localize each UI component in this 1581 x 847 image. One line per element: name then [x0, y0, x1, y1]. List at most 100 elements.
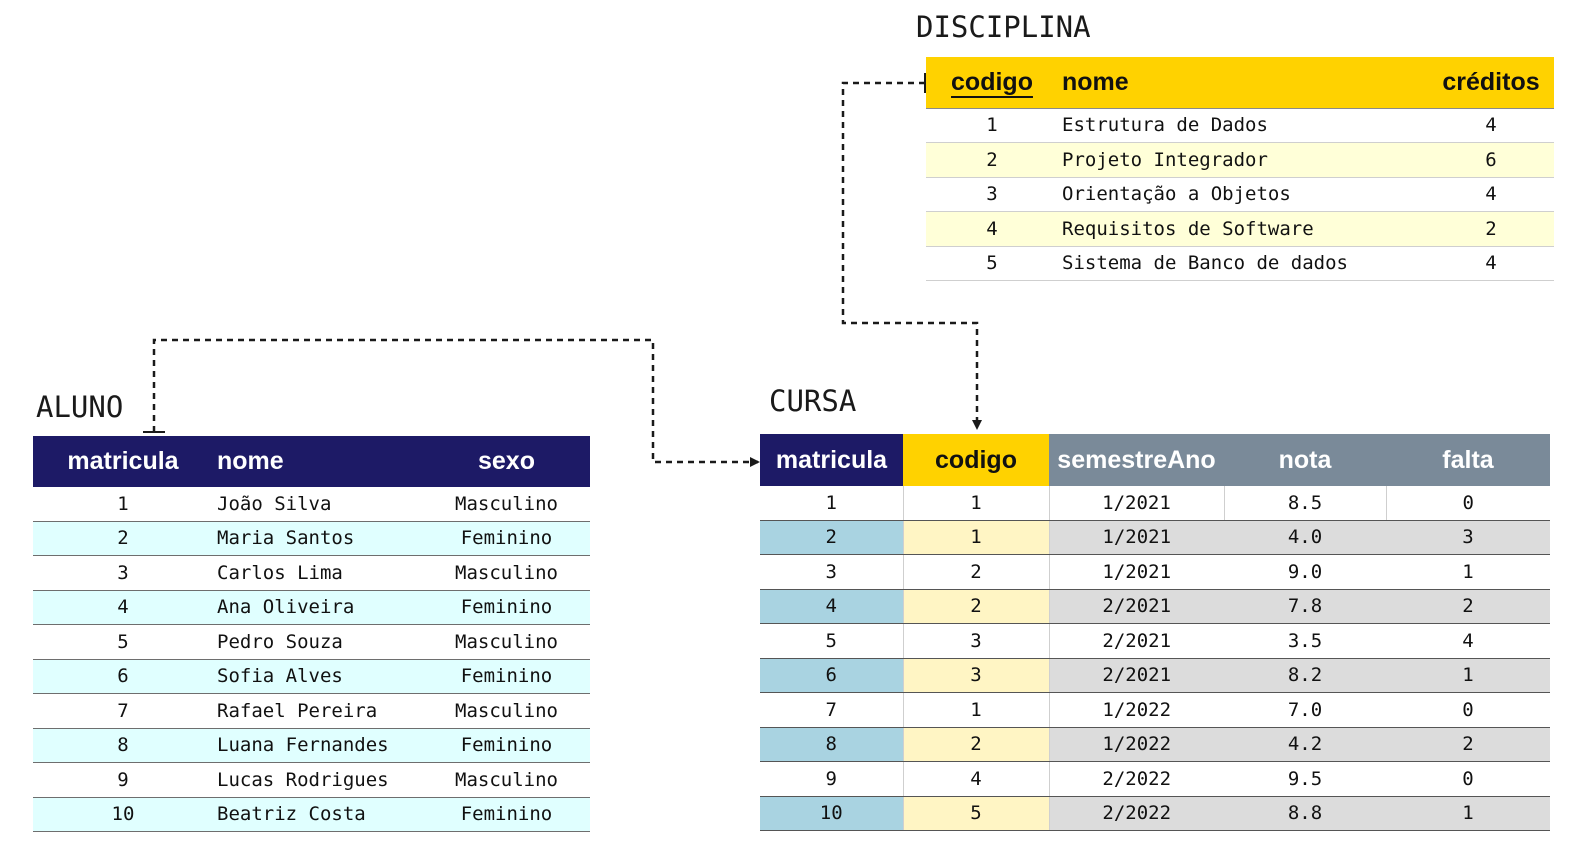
disciplina-table: codigo nome créditos 1 Estrutura de Dado…: [926, 57, 1554, 281]
cursa-cell-falta: 4: [1386, 623, 1550, 659]
cursa-cell-matricula: 4: [760, 589, 903, 624]
table-row: 1 Estrutura de Dados 4: [926, 108, 1554, 143]
cursa-cell-nota: 8.2: [1224, 658, 1386, 693]
cursa-cell-codigo: 5: [902, 796, 1050, 831]
aluno-header-matricula: matricula: [67, 447, 179, 475]
table-row: 4 Requisitos de Software 2: [926, 211, 1554, 247]
disciplina-header-creditos: créditos: [1428, 57, 1554, 109]
aluno-cell-matricula: 4: [33, 590, 213, 625]
aluno-cell-matricula: 5: [33, 624, 213, 660]
aluno-cell-matricula: 9: [33, 762, 213, 798]
cursa-cell-semestreano: 2/2021: [1049, 658, 1224, 693]
aluno-title: ALUNO: [36, 390, 124, 424]
aluno-cell-matricula: 8: [33, 728, 213, 763]
cursa-title: CURSA: [769, 384, 857, 418]
aluno-cell-nome: Ana Oliveira: [213, 590, 423, 625]
disciplina-title: DISCIPLINA: [916, 10, 1091, 44]
cursa-cell-semestreano: 1/2021: [1049, 554, 1224, 590]
cursa-cell-semestreano: 1/2021: [1049, 520, 1224, 555]
cursa-cell-falta: 1: [1386, 658, 1550, 693]
aluno-cell-nome: Lucas Rodrigues: [213, 762, 423, 798]
aluno-cell-sexo: Feminino: [423, 590, 590, 625]
aluno-cell-matricula: 6: [33, 659, 213, 694]
disciplina-cell-creditos: 4: [1428, 108, 1554, 143]
table-row: 2 Projeto Integrador 6: [926, 142, 1554, 178]
cursa-header-matricula: matricula: [760, 434, 903, 486]
table-row: 3 Orientação a Objetos 4: [926, 177, 1554, 212]
cursa-cell-codigo: 1: [902, 692, 1050, 728]
cursa-cell-falta: 2: [1386, 589, 1550, 624]
cursa-cell-nota: 8.5: [1224, 486, 1387, 521]
cursa-cell-semestreano: 1/2022: [1049, 727, 1224, 762]
aluno-cell-nome: João Silva: [213, 487, 423, 522]
aluno-cell-sexo: Feminino: [423, 521, 590, 556]
cursa-cell-matricula: 2: [760, 520, 903, 555]
cursa-cell-nota: 4.0: [1224, 520, 1386, 555]
cursa-cell-falta: 2: [1386, 727, 1550, 762]
link-disciplina-cursa: [841, 73, 982, 430]
disciplina-cell-creditos: 6: [1428, 142, 1554, 178]
cursa-cell-falta: 1: [1386, 554, 1550, 590]
cursa-cell-nota: 7.8: [1224, 589, 1386, 624]
disciplina-cell-codigo: 4: [926, 211, 1058, 247]
aluno-cell-nome: Maria Santos: [213, 521, 423, 556]
disciplina-cell-codigo: 2: [926, 142, 1058, 178]
cursa-cell-codigo: 2: [902, 589, 1050, 624]
disciplina-to-cursa-line: [841, 81, 982, 430]
cursa-cell-nota: 4.2: [1224, 727, 1386, 762]
table-row: 5 Sistema de Banco de dados 4: [926, 246, 1554, 281]
aluno-cell-sexo: Masculino: [423, 624, 590, 660]
cursa-cell-semestreano: 1/2022: [1049, 692, 1224, 728]
cursa-cell-nota: 9.0: [1224, 554, 1386, 590]
cursa-cell-semestreano: 2/2021: [1049, 589, 1224, 624]
disciplina-cell-creditos: 4: [1428, 177, 1554, 212]
aluno-cell-matricula: 7: [33, 693, 213, 729]
disciplina-header-nome: nome: [1058, 57, 1428, 109]
aluno-cell-nome: Luana Fernandes: [213, 728, 423, 763]
cursa-cell-semestreano: 2/2022: [1049, 761, 1224, 797]
disciplina-header-codigo-label: codigo: [951, 67, 1033, 96]
cursa-table: matricula codigo semestreAno nota falta …: [760, 434, 1550, 831]
cursa-cell-semestreano: 1/2021: [1049, 486, 1225, 521]
cursa-cell-codigo: 2: [902, 554, 1050, 590]
cursa-cell-matricula: 7: [760, 692, 903, 728]
cursa-cell-falta: 1: [1386, 796, 1550, 831]
disciplina-cell-nome: Requisitos de Software: [1058, 211, 1428, 247]
disciplina-cell-creditos: 2: [1428, 211, 1554, 247]
aluno-cell-nome: Rafael Pereira: [213, 693, 423, 729]
aluno-cell-nome: Sofia Alves: [213, 659, 423, 694]
cursa-cell-matricula: 1: [760, 486, 903, 521]
cursa-cell-matricula: 10: [760, 796, 903, 831]
cursa-cell-matricula: 8: [760, 727, 903, 762]
disciplina-cell-nome: Estrutura de Dados: [1058, 108, 1428, 143]
aluno-cell-nome: Carlos Lima: [213, 555, 423, 591]
aluno-cell-sexo: Feminino: [423, 797, 590, 832]
cursa-cell-nota: 3.5: [1224, 623, 1386, 659]
aluno-cell-nome: Pedro Souza: [213, 624, 423, 660]
disciplina-cell-nome: Projeto Integrador: [1058, 142, 1428, 178]
cursa-cell-codigo: 1: [902, 486, 1050, 521]
cursa-cell-falta: 0: [1386, 486, 1550, 521]
aluno-cell-sexo: Feminino: [423, 659, 590, 694]
disciplina-cell-codigo: 5: [926, 246, 1058, 281]
cursa-cell-matricula: 3: [760, 554, 903, 590]
aluno-cell-sexo: Masculino: [423, 762, 590, 798]
cursa-cell-falta: 0: [1386, 761, 1550, 797]
aluno-cell-sexo: Masculino: [423, 693, 590, 729]
